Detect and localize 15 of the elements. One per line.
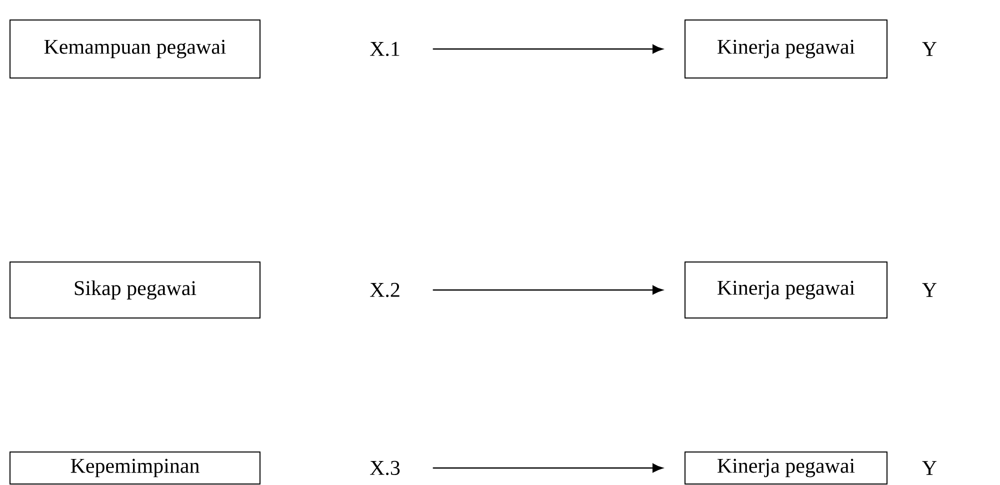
process-box: Kinerja pegawai	[684, 262, 888, 318]
variable-label: X.1	[370, 42, 400, 56]
process-box: Kemampuan pegawai	[10, 20, 260, 78]
variable-label: Y	[922, 42, 937, 56]
variable-label: Y	[922, 461, 937, 475]
arrow	[432, 44, 663, 54]
variable-label: X.2	[370, 282, 400, 298]
process-box: Kinerja pegawai	[684, 20, 888, 78]
process-box: Kinerja pegawai	[684, 452, 888, 484]
process-box: Sikap pegawai	[10, 262, 260, 318]
process-box: Kepemimpinan	[10, 452, 260, 484]
arrow	[432, 464, 663, 472]
variable-label: X.3	[370, 460, 400, 476]
variable-label: Y	[922, 283, 937, 297]
arrow	[432, 286, 663, 294]
